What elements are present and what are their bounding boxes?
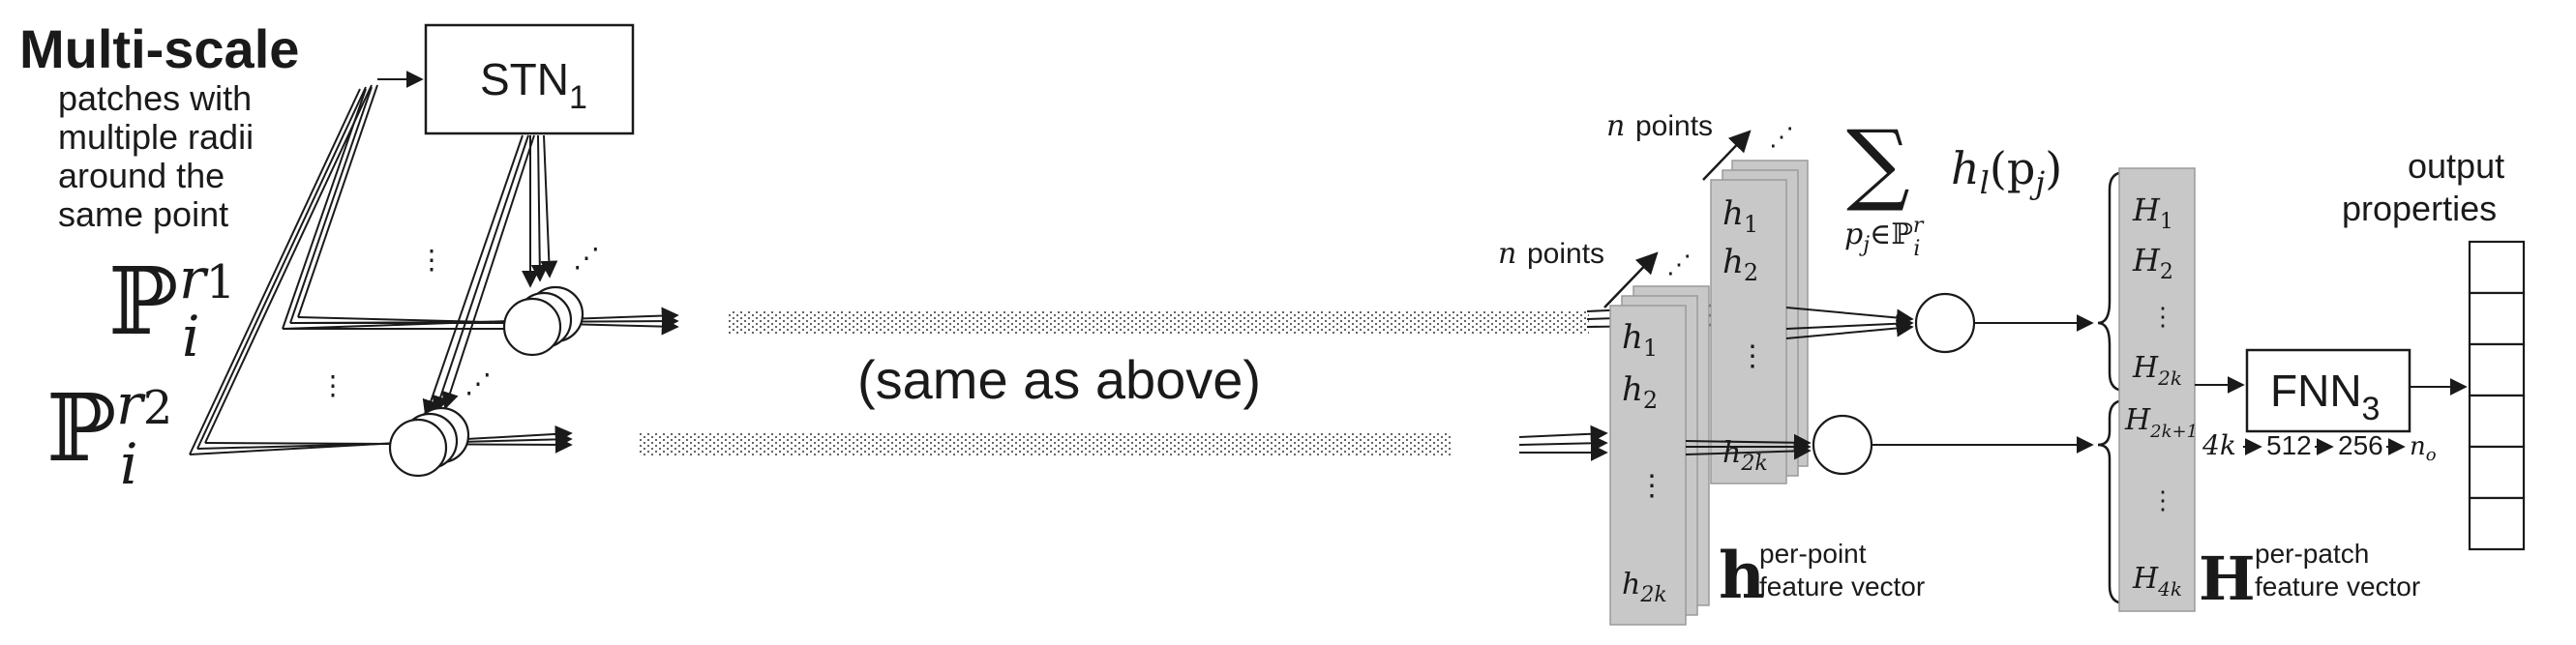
patch-r2-sup: r2 [116, 371, 172, 437]
bottom-row-dots-a: ⋮ [319, 370, 346, 400]
brace-top [2097, 170, 2126, 393]
subtitle-line-3: around the [58, 156, 225, 195]
h-vec-label-bottom: feature vector [1759, 572, 1925, 601]
bottom-row-point-lines [189, 425, 573, 455]
output-property-cell [2468, 240, 2526, 295]
feature-stack-front: h1 h2 ⋮ h2k [1609, 285, 1710, 626]
top-stack-dots: ⋰ [1769, 122, 1794, 151]
fnn-box [2245, 348, 2411, 433]
patch-r1-sub: i [182, 304, 200, 369]
top-points-label: points [1635, 110, 1713, 142]
patch-r2-sub: i [120, 431, 138, 497]
output-title-line-2: properties [2342, 189, 2497, 228]
output-property-cell [2468, 496, 2526, 551]
subtitle-line-2: multiple radii [58, 117, 254, 157]
sum-node-bottom [1812, 414, 1873, 476]
H-2k: H2k [2132, 351, 2182, 390]
sum-node-top [1914, 292, 1976, 354]
patch-r1-symbol: ℙ [108, 248, 178, 356]
top-n-var: n [1606, 109, 1625, 143]
sum-symbol: ∑ [1846, 111, 1910, 215]
dotted-band-bottom [639, 433, 1452, 456]
incoming-arrows-bottom [1518, 425, 1608, 461]
fnn-dims: 4k 512 256 no [2202, 429, 2437, 465]
front-stack-h2: h2 [1622, 370, 1658, 414]
stn-label: STN1 [480, 54, 587, 116]
bottom-row-dots-b: ⋰ [464, 368, 492, 398]
patch-r2-label: ℙ r2 i [46, 371, 172, 497]
front-n-var: n [1498, 237, 1516, 271]
front-stack-h1: h1 [1622, 318, 1658, 362]
front-stack-h2k: h2k [1622, 568, 1667, 607]
top-stack-h2: h2 [1722, 243, 1758, 286]
feature-stack-top: h1 h2 ⋮ h2k [1710, 160, 1809, 484]
H-vec-symbol: H [2199, 543, 2256, 614]
patch-r1-sup: r1 [179, 246, 235, 311]
fnn-dim-3: no [2410, 432, 2437, 465]
H-2k1: H2k+1 [2124, 403, 2198, 442]
h-vec-symbol: h [1719, 538, 1765, 613]
h-vec-label-top: per-point [1759, 539, 1867, 569]
H-1: H1 [2132, 191, 2173, 234]
output-property-cell [2468, 342, 2526, 397]
output-properties-column [2468, 240, 2526, 551]
title-multi-scale: Multi-scale [19, 18, 299, 79]
H-vec-label-top: per-patch [2255, 539, 2369, 569]
per-patch-feature-label: H per-patch feature vector [2199, 539, 2420, 614]
front-stack-dots: ⋰ [1666, 249, 1692, 279]
sum-expression: hl(pj) [1951, 142, 2062, 201]
output-title-line-1: output [2408, 146, 2504, 186]
same-as-above-label: (same as above) [857, 349, 1261, 410]
top-row-dots-b: ⋰ [573, 243, 600, 273]
dotted-band-top [728, 311, 1589, 335]
top-row-dots-a: ⋮ [418, 245, 445, 275]
top-row-point-lines [282, 307, 679, 336]
H-vdots-1: ⋮ [2150, 302, 2175, 331]
output-property-cell [2468, 394, 2526, 449]
front-points-label: points [1527, 238, 1604, 270]
output-property-cell [2468, 291, 2526, 346]
top-row-mlp-stack [502, 285, 584, 357]
subtitle-line-4: same point [58, 194, 228, 234]
front-stack-vdots: ⋮ [1637, 470, 1666, 502]
output-property-cell [2468, 445, 2526, 500]
subtitle-line-1: patches with [58, 78, 252, 118]
top-stack-h1: h1 [1722, 194, 1758, 238]
H-2: H2 [2132, 242, 2173, 284]
patch-r2-symbol: ℙ [46, 374, 116, 483]
fnn-dim-1: 512 [2266, 430, 2312, 460]
patch-to-stn-arrows [189, 71, 424, 455]
H-vec-label-bottom: feature vector [2255, 572, 2420, 601]
per-point-feature-label: h per-point feature vector [1719, 538, 1925, 613]
sum-to-H-arrows [1872, 314, 2094, 454]
brace-bottom [2097, 398, 2126, 605]
stack-to-sum-arrows [1685, 307, 1914, 460]
fnn-dim-2: 256 [2338, 430, 2383, 460]
fnn-label: FNN3 [2270, 366, 2380, 427]
stn-to-mlp-arrows [422, 134, 558, 418]
H-vdots-2: ⋮ [2150, 485, 2175, 514]
H-4k: H4k [2132, 562, 2182, 601]
top-n-points-label: n points ⋰ [1606, 109, 1794, 181]
fnn-dim-0: 4k [2202, 429, 2236, 461]
front-n-points-label: n points ⋰ [1498, 237, 1692, 308]
top-stack-vdots: ⋮ [1738, 340, 1767, 372]
H-column: H1 H2 ⋮ H2k H2k+1 ⋮ H4k [2118, 167, 2198, 612]
bottom-row-mlp-stack [388, 406, 470, 478]
patch-r1-label: ℙ r1 i [108, 246, 235, 369]
stn-box [424, 23, 635, 135]
